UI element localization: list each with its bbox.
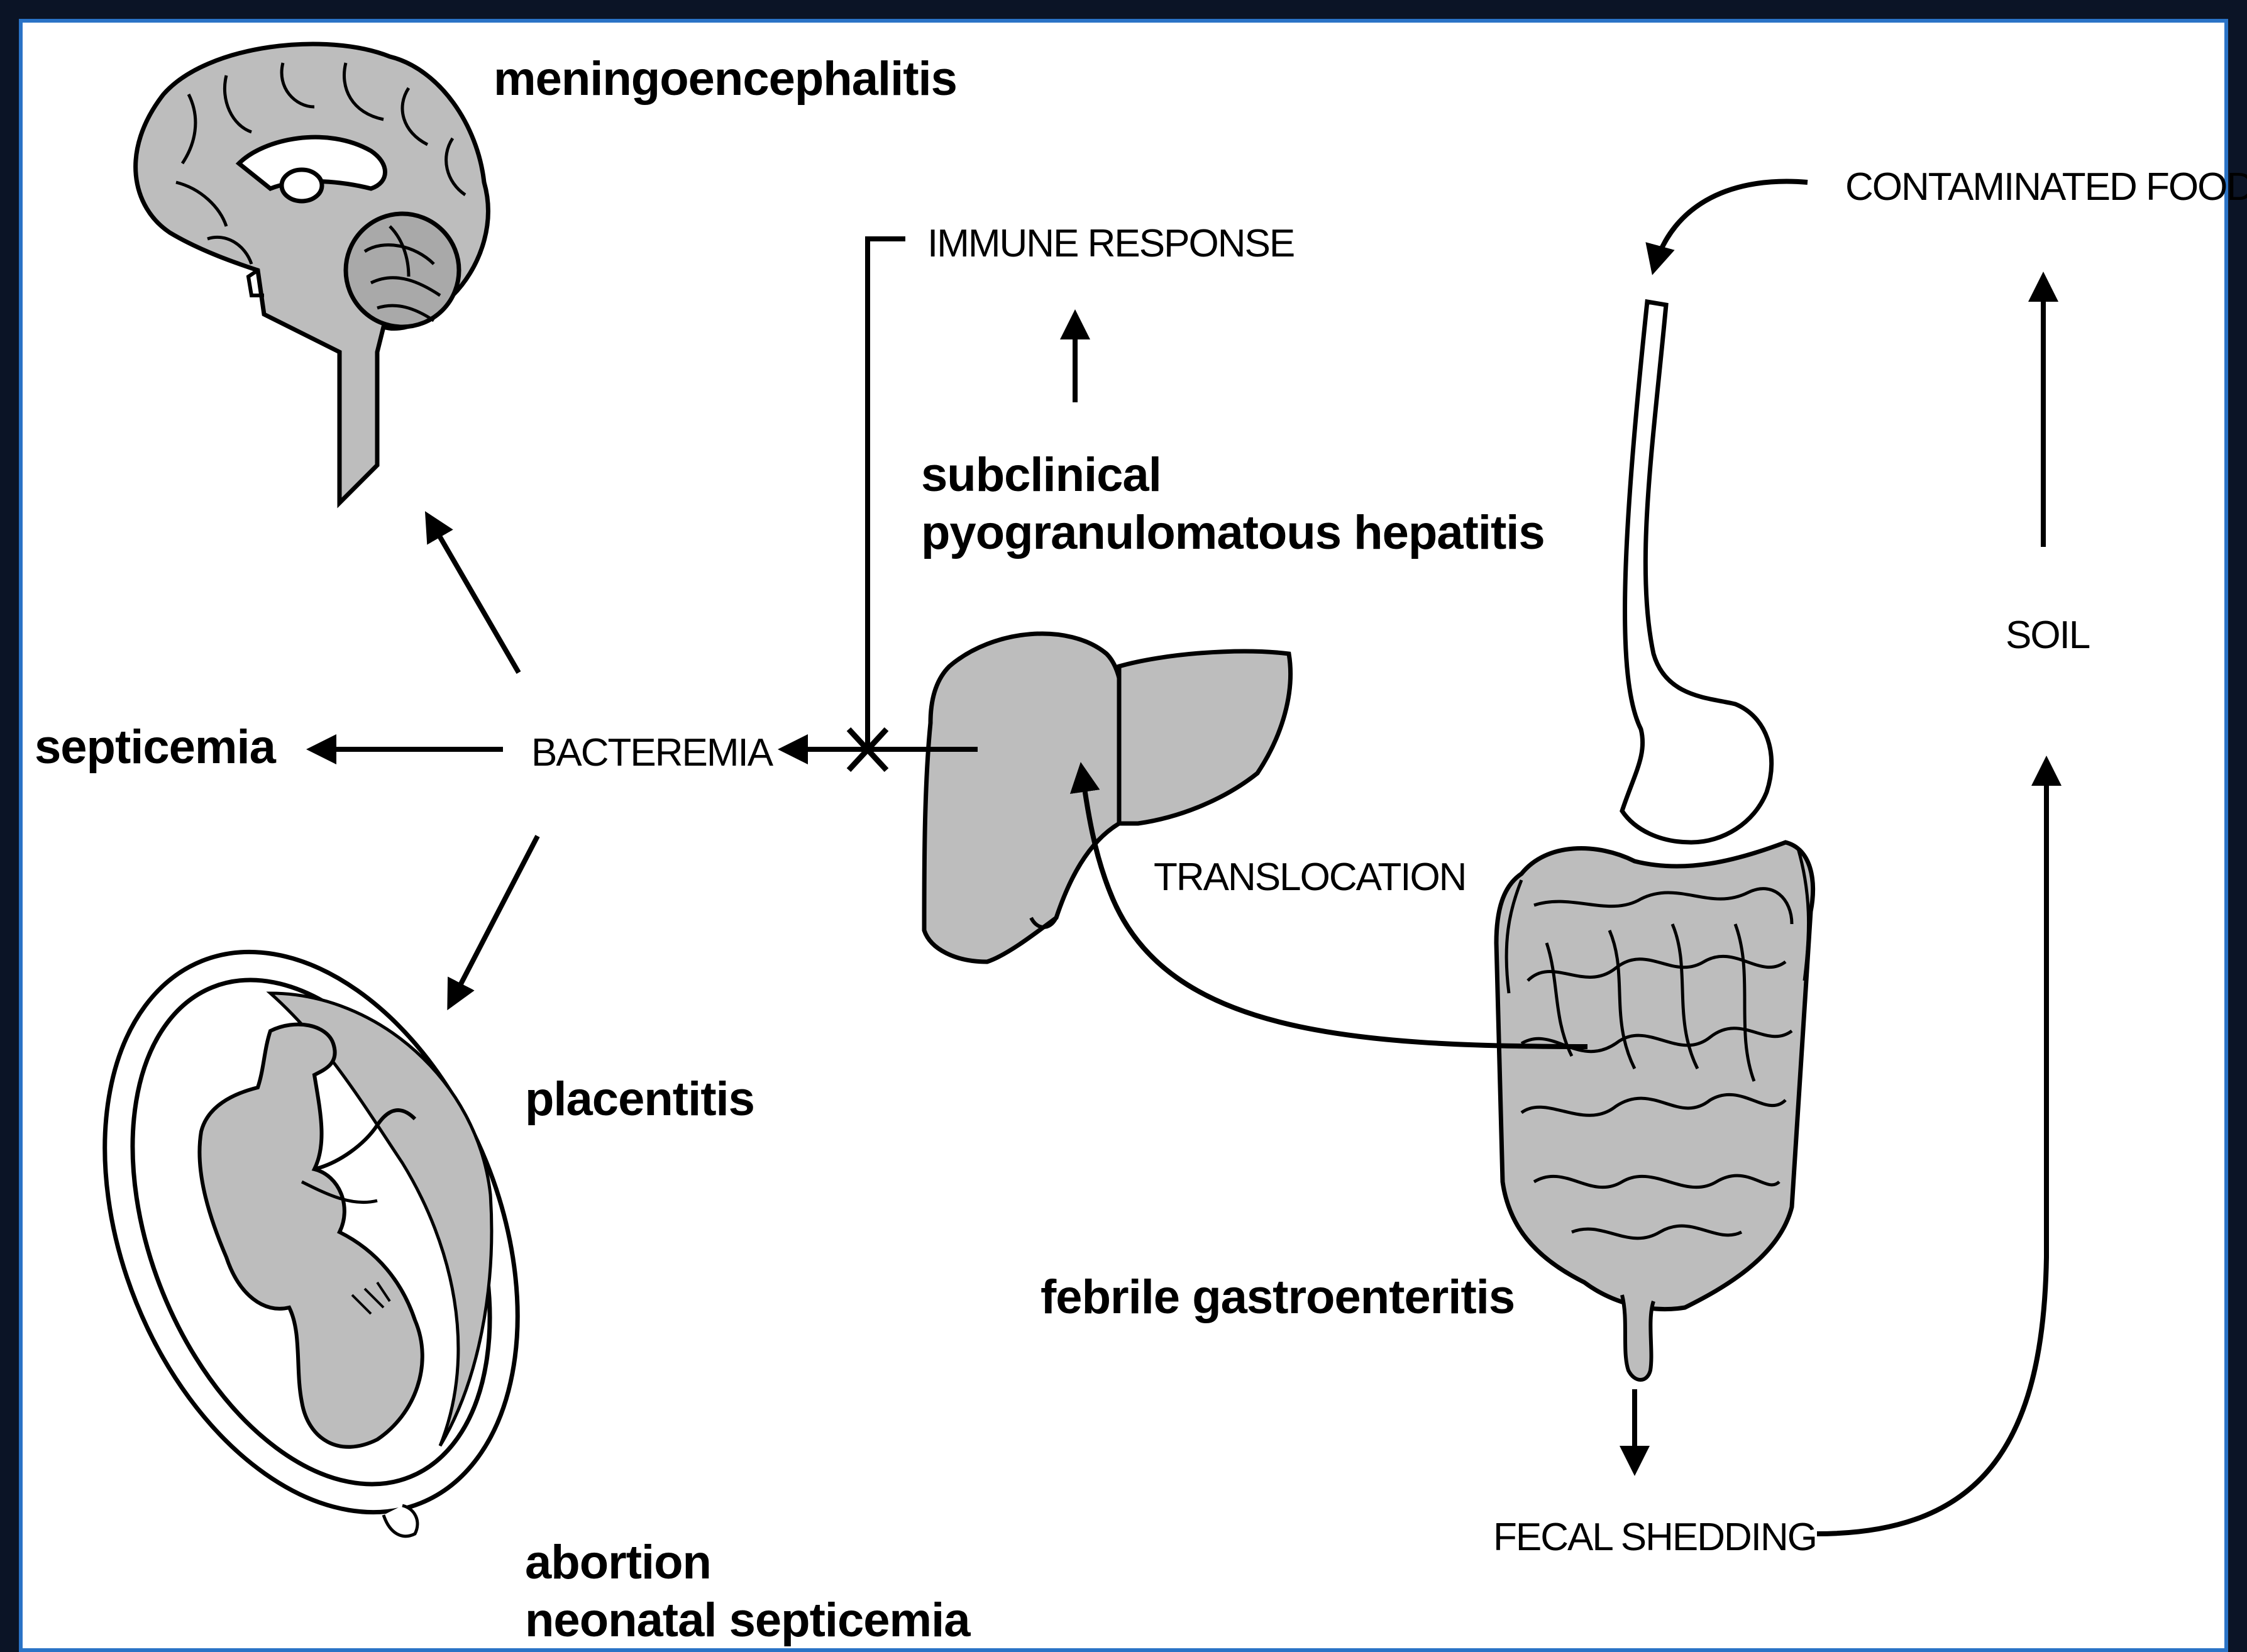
label-placentitis: placentitis [525, 1072, 754, 1126]
label-hepatitis: pyogranulomatous hepatitis [921, 504, 1545, 562]
fetus-uterus-icon [27, 890, 596, 1573]
label-translocation: TRANSLOCATION [1154, 855, 1466, 900]
label-immune-response: IMMUNE RESPONSE [927, 221, 1294, 266]
label-hepatitis-group: subclinical pyogranulomatous hepatitis [921, 446, 1545, 562]
immune-response-line [868, 239, 905, 749]
arrow-food-to-gut [1654, 182, 1808, 270]
label-meningoencephalitis: meningoencephalitis [494, 52, 957, 106]
arrow-bacteremia-to-placenta [450, 836, 538, 1006]
label-fecal-shedding: FECAL SHEDDING [1493, 1515, 1816, 1560]
label-soil: SOIL [2006, 613, 2089, 658]
label-bacteremia: BACTEREMIA [531, 730, 772, 775]
label-contaminated-food: CONTAMINATED FOOD [1845, 165, 2247, 209]
label-abortion-group: abortion neonatal septicemia [525, 1534, 970, 1649]
arrow-feces-to-soil [1817, 761, 2046, 1534]
label-neonatal-septicemia: neonatal septicemia [525, 1592, 970, 1649]
label-subclinical: subclinical [921, 446, 1545, 504]
label-abortion: abortion [525, 1534, 970, 1592]
brain-icon [136, 44, 489, 503]
label-febrile-gastroenteritis: febrile gastroenteritis [1041, 1270, 1515, 1324]
arrow-bacteremia-to-brain [428, 515, 519, 673]
label-septicemia: septicemia [35, 720, 275, 774]
liver-icon [924, 634, 1291, 962]
